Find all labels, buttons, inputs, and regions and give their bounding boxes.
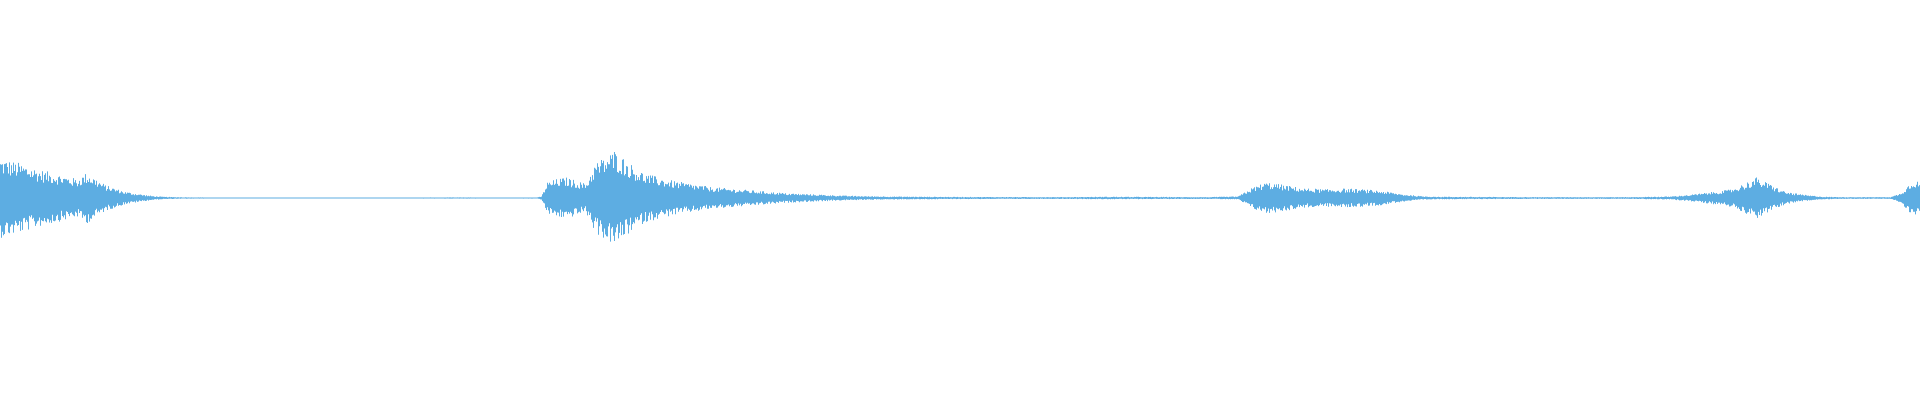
waveform-bars: [0, 152, 1920, 242]
waveform-path: [0, 152, 1920, 242]
